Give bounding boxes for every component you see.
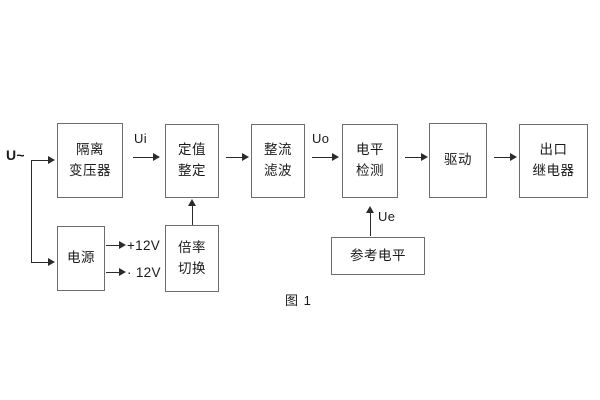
signal-label-uo: Uo [312,131,330,146]
block-power-supply[interactable]: 电源 [57,226,105,291]
input-label-u-ac: U~ [6,147,25,163]
block-drive[interactable]: 驱动 [429,123,487,198]
label-rail-negative: · 12V [127,265,161,280]
arrow-level-to-drive [421,153,428,161]
block-setting-value-line2: 整定 [178,163,206,178]
arrow-drive-to-relay [510,153,517,161]
block-output-relay-line2: 继电器 [532,163,575,178]
block-reference-level[interactable]: 参考电平 [331,237,425,275]
input-bus-vertical-segment [31,160,32,262]
block-setting-value-line1: 定值 [178,142,206,158]
block-rectify-filter[interactable]: 整流 滤波 [251,124,305,198]
arrow-input-to-power-supply [48,258,55,266]
block-isolation-transformer-line2: 变压器 [69,162,111,178]
block-setting-value[interactable]: 定值 整定 [165,124,219,198]
connector-rectify-to-level [312,157,333,158]
block-level-detect-line1: 电平 [356,142,384,158]
block-reference-level-line1: 参考电平 [350,247,406,263]
block-rectify-filter-line1: 整流 [264,142,292,158]
arrow-reference-to-level [366,206,374,213]
block-output-relay-line1: 出口 [539,142,568,158]
connector-ratio-to-setting [192,205,193,225]
connector-rail-positive [106,245,120,246]
block-level-detect-line2: 检测 [356,163,384,178]
input-bus-bottom-segment [31,262,49,263]
signal-label-ui: Ui [134,131,147,146]
block-ratio-switch[interactable]: 倍率 切换 [165,225,219,292]
arrow-rail-negative [119,268,126,276]
figure-caption: 图 1 [285,293,312,308]
connector-reference-to-level [370,212,371,236]
arrow-ratio-to-setting [188,199,196,206]
connector-level-to-drive [405,157,422,158]
connector-transformer-to-setting [133,157,154,158]
signal-label-ue: Ue [378,209,396,224]
arrow-transformer-to-setting [153,153,160,161]
block-power-supply-line1: 电源 [67,250,95,266]
connector-drive-to-relay [494,157,511,158]
connector-setting-to-rectify [226,157,243,158]
arrow-rectify-to-level [332,153,339,161]
block-isolation-transformer-line1: 隔离 [76,141,104,157]
arrow-rail-positive [119,241,126,249]
block-isolation-transformer[interactable]: 隔离 变压器 [57,123,123,198]
block-drive-line1: 驱动 [444,152,472,168]
label-rail-positive: +12V [127,238,161,253]
arrow-setting-to-rectify [242,153,249,161]
block-ratio-switch-line2: 切换 [178,260,206,276]
input-bus-top-segment [31,160,49,161]
arrow-input-to-transformer [48,156,55,164]
block-ratio-switch-line1: 倍率 [178,239,206,255]
connector-rail-negative [106,272,120,273]
block-output-relay[interactable]: 出口 继电器 [519,124,588,198]
block-level-detect[interactable]: 电平 检测 [342,124,398,198]
block-rectify-filter-line2: 滤波 [264,163,292,178]
